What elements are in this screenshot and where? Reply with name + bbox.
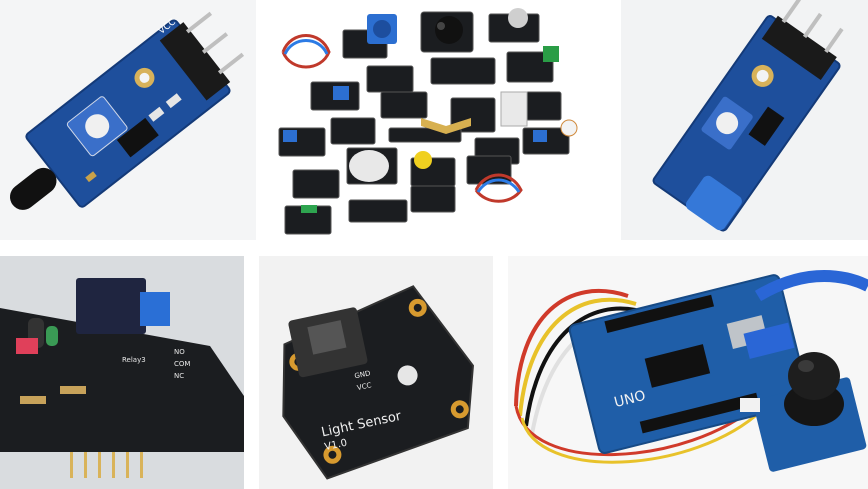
image-result-sensor-kit[interactable]: [271, 0, 606, 240]
board-version: V1.0: [324, 438, 349, 453]
image-result-light-sensor[interactable]: Light Sensor V1.0 GND VCC: [259, 256, 493, 489]
terminal-label-no: NO: [174, 348, 185, 356]
image-result-arduino-joystick[interactable]: UNO: [508, 256, 868, 489]
vibration-sensor-image: [621, 0, 868, 240]
pin-label-vcc: VCC: [356, 381, 372, 392]
light-sensor-image: Light Sensor V1.0 GND VCC: [259, 256, 493, 489]
relay-label: Relay3: [122, 356, 146, 364]
relay-shield-image: Relay3 NO COM NC: [0, 256, 244, 489]
terminal-label-nc: NC: [174, 372, 184, 380]
pin-label-gnd: GND: [354, 369, 371, 380]
sensor-kit-image: [271, 0, 606, 240]
image-result-vibration-sensor[interactable]: [621, 0, 868, 240]
flame-sensor-image: VCC: [0, 0, 256, 240]
arduino-joystick-image: UNO: [508, 256, 868, 489]
board-uno-label: UNO: [613, 388, 648, 411]
image-result-flame-sensor[interactable]: VCC: [0, 0, 256, 240]
terminal-label-com: COM: [174, 360, 190, 368]
image-result-relay-shield[interactable]: Relay3 NO COM NC: [0, 256, 244, 489]
